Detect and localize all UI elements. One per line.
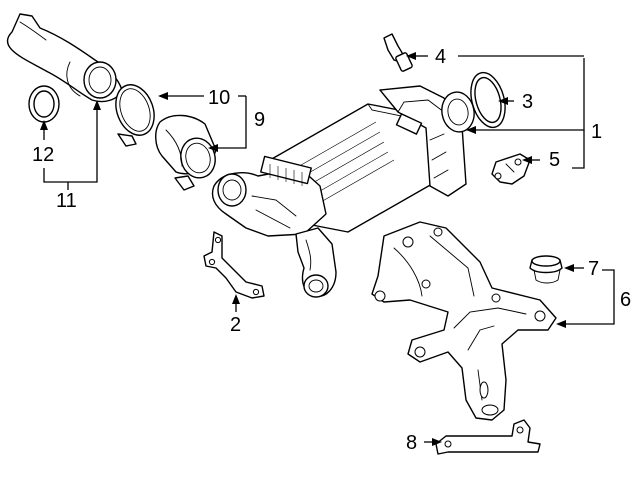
callout-7: 7 <box>588 258 599 280</box>
callout-11: 11 <box>56 190 77 212</box>
mounting-bracket-part[interactable] <box>371 221 557 421</box>
lower-bracket-part[interactable] <box>435 419 541 455</box>
callout-6: 6 <box>620 289 631 311</box>
hose-clamp-part[interactable] <box>109 79 161 147</box>
callout-12: 12 <box>32 144 54 166</box>
seal-ring-part[interactable] <box>28 85 60 123</box>
callout-1: 1 <box>591 121 602 143</box>
callout-5: 5 <box>549 149 560 171</box>
callout-10: 10 <box>208 87 230 109</box>
callout-4: 4 <box>435 46 446 68</box>
callout-3: 3 <box>522 91 533 113</box>
callouts: 1 2 3 4 5 6 7 8 9 10 11 12 <box>32 46 631 454</box>
gasket-ring-part[interactable] <box>465 69 510 131</box>
duct-connector-part[interactable] <box>155 114 220 191</box>
intercooler-part[interactable] <box>211 85 478 298</box>
grommet-part[interactable] <box>529 255 563 284</box>
leader-lines <box>40 52 615 446</box>
callout-2: 2 <box>230 314 241 336</box>
callout-8: 8 <box>406 432 417 454</box>
inlet-hose-part[interactable] <box>6 13 123 103</box>
sensor-part[interactable] <box>383 33 413 72</box>
small-bracket-part[interactable] <box>203 231 265 299</box>
sensor-bracket-part[interactable] <box>491 153 531 185</box>
callout-9: 9 <box>254 109 265 131</box>
